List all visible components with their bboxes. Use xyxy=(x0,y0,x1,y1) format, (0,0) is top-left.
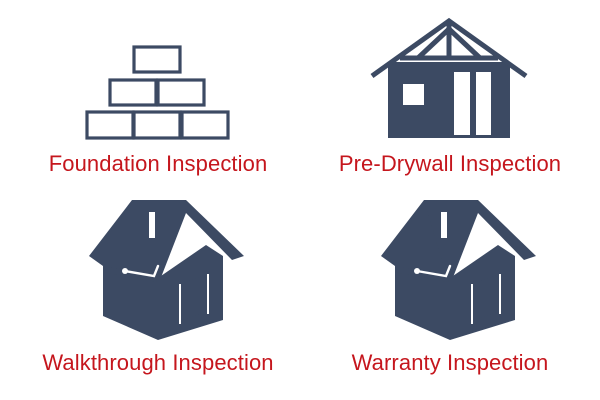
inspection-card-pre-drywall[interactable]: Pre-Drywall Inspection xyxy=(300,0,600,200)
pre-drywall-inspection-label: Pre-Drywall Inspection xyxy=(338,151,562,176)
house-framing-icon xyxy=(370,17,528,138)
inspection-card-walkthrough[interactable]: Walkthrough Inspection xyxy=(8,200,308,400)
brick-stack-icon xyxy=(85,45,230,140)
inspection-card-warranty[interactable]: Warranty Inspection xyxy=(300,200,600,400)
house-icon xyxy=(89,200,244,340)
foundation-inspection-label: Foundation Inspection xyxy=(48,151,268,176)
warranty-inspection-label: Warranty Inspection xyxy=(351,350,549,375)
house-icon xyxy=(381,200,536,340)
inspection-card-foundation[interactable]: Foundation Inspection xyxy=(8,0,308,200)
walkthrough-inspection-label: Walkthrough Inspection xyxy=(42,350,274,375)
